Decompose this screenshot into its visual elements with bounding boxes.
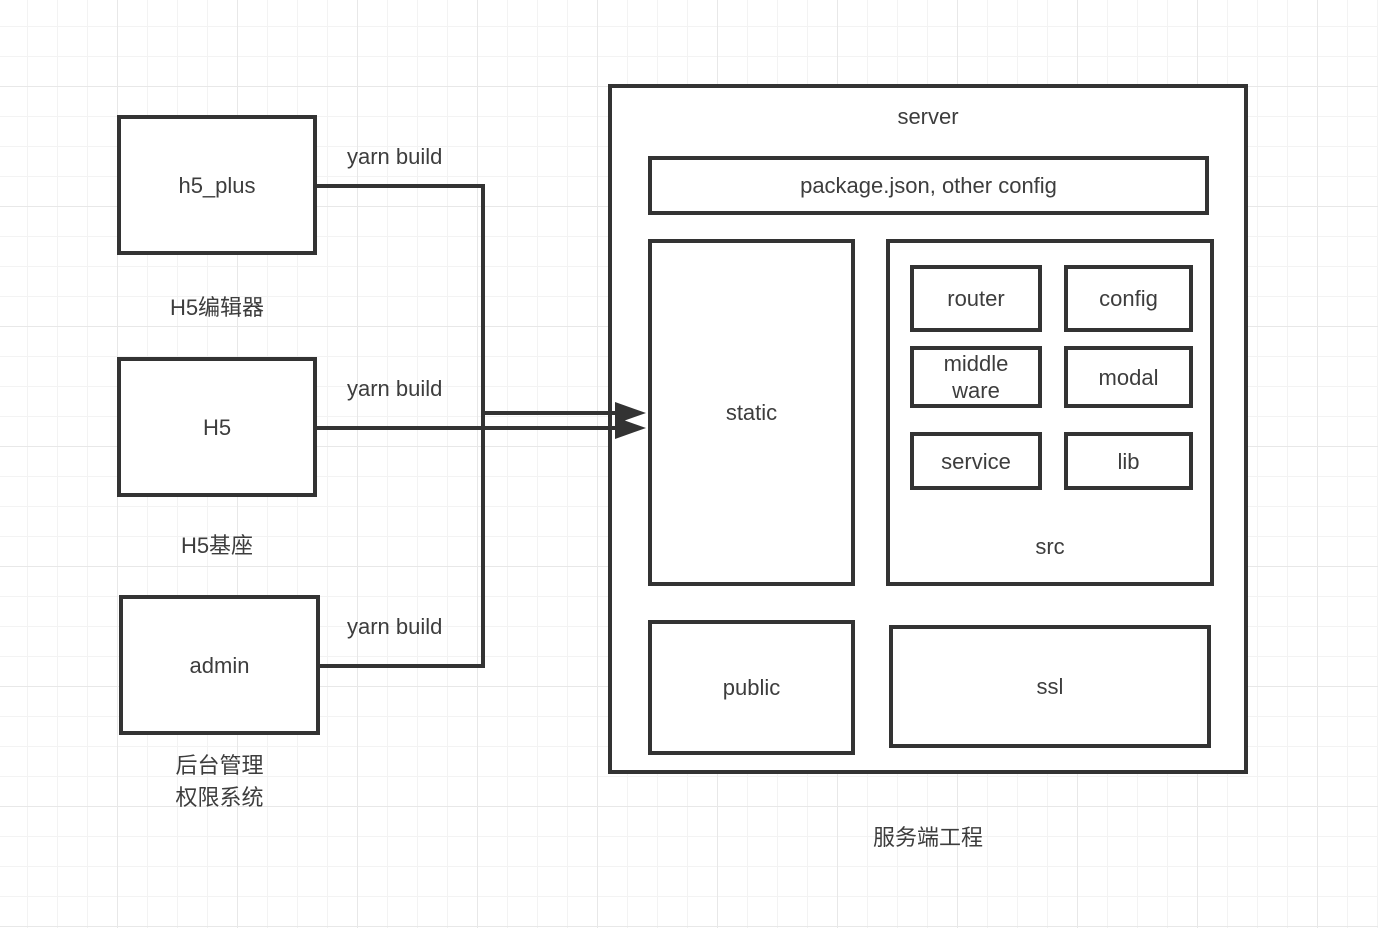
node-h5-plus-label: h5_plus	[178, 172, 256, 198]
node-router: router	[910, 265, 1042, 332]
middleware-label: middle ware	[943, 351, 1009, 403]
connector-merge-line	[317, 184, 485, 668]
caption-admin-line2: 权限系统	[175, 785, 264, 810]
node-modal: modal	[1064, 346, 1193, 408]
ssl-label: ssl	[1036, 674, 1064, 699]
modal-label: modal	[1098, 364, 1159, 390]
node-service: service	[910, 432, 1042, 490]
router-label: router	[947, 286, 1005, 311]
server-caption: 服务端工程	[872, 825, 983, 850]
static-label: static	[725, 400, 778, 425]
caption-h5-plus: H5编辑器	[169, 295, 265, 320]
edge-label-yarn-build-admin: yarn build	[347, 614, 443, 639]
node-admin-label: admin	[189, 652, 250, 678]
public-box: public	[648, 620, 855, 755]
node-h5-label: H5	[202, 414, 232, 440]
static-box: static	[648, 239, 855, 586]
package-json-box: package.json, other config	[648, 156, 1209, 215]
server-title: server	[897, 104, 959, 129]
caption-h5: H5基座	[180, 533, 254, 558]
service-label: service	[941, 448, 1011, 474]
lib-label: lib	[1117, 448, 1140, 474]
edge-label-yarn-build-h5-plus: yarn build	[347, 144, 443, 169]
ssl-box: ssl	[889, 625, 1211, 748]
node-admin: admin	[119, 595, 320, 735]
public-label: public	[722, 675, 781, 700]
node-middleware: middle ware	[910, 346, 1042, 408]
node-h5-plus: h5_plus	[117, 115, 317, 255]
config-label: config	[1099, 286, 1158, 311]
package-json-label: package.json, other config	[800, 173, 1057, 198]
node-config: config	[1064, 265, 1193, 332]
node-h5: H5	[117, 357, 317, 497]
caption-admin: 后台管理 权限系统	[119, 750, 320, 814]
edge-label-yarn-build-h5: yarn build	[347, 376, 443, 401]
caption-admin-line1: 后台管理	[175, 753, 264, 778]
node-lib: lib	[1064, 432, 1193, 490]
src-label: src	[1035, 534, 1065, 559]
